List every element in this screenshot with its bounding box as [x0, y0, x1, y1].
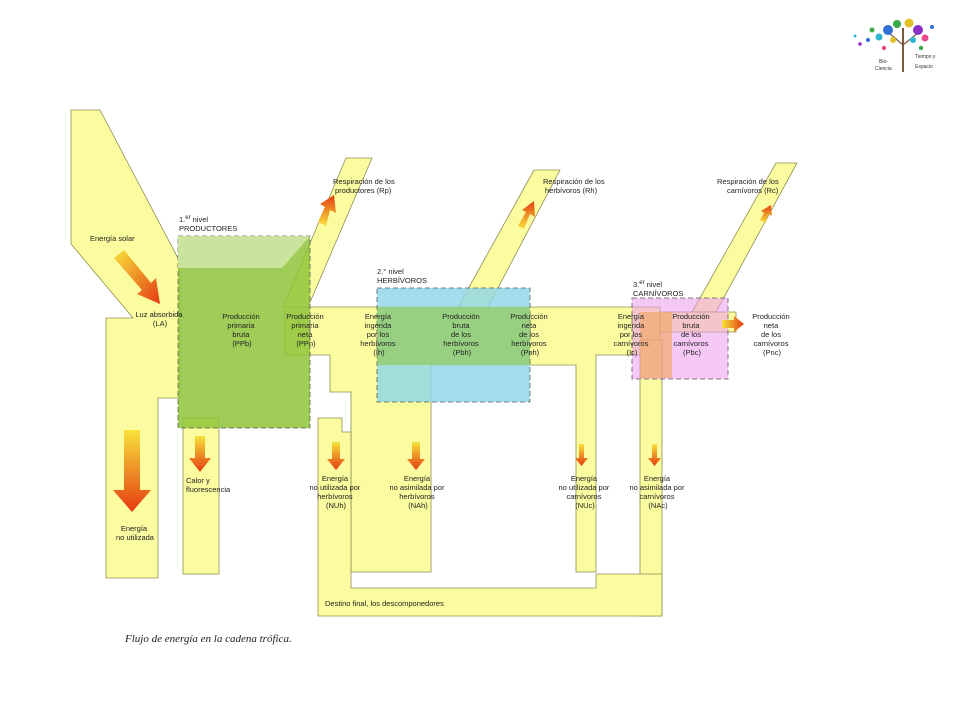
herbivores-overlap	[377, 307, 530, 365]
rh-label: Respiración de los herbívoros (Rh)	[543, 177, 607, 195]
solar-energy-label: Energía solar	[90, 234, 135, 243]
rc-arrow-icon	[760, 205, 772, 223]
decomposer-flow	[317, 417, 663, 617]
rc-label: Respiración de los carnívoros (Rc)	[717, 177, 781, 195]
nac-label: Energía no asimilada por carnívoros (NAc…	[629, 474, 686, 510]
producers-box-top	[178, 236, 310, 268]
unused-energy-label: Energía no utilizada	[116, 524, 155, 542]
ppn-label: Producción primaria neta (PPn)	[286, 312, 326, 348]
pnc-arrow-icon	[722, 316, 744, 332]
level-3-name: CARNÍVOROS	[633, 289, 683, 298]
heat-label: Calor y fluorescencia	[186, 476, 231, 494]
level-2-name: HERBÍVOROS	[377, 276, 427, 285]
logo-word: Bio-	[879, 59, 888, 65]
flow-labels: Energía solar Luz absorbida (LA) Producc…	[90, 177, 792, 608]
solar-input-flow	[70, 109, 181, 579]
nuh-label: Energía no utilizada por herbívoros (NUh…	[310, 474, 363, 510]
logo-word: Ciencia	[875, 66, 892, 72]
ic-label: Energía ingerida por los carnívoros (Ic)	[613, 312, 650, 357]
rh-arrow-icon	[518, 201, 535, 229]
absorbed-light-label: Luz absorbida (LA)	[135, 310, 184, 328]
pbc-label: Producción bruta de los carnívoros (Pbc)	[672, 312, 712, 357]
rp-arrow-icon	[318, 195, 336, 226]
logo-word: Tiempo y	[915, 54, 936, 60]
nuc-label: Energía no utilizada por carnívoros (NUc…	[559, 474, 612, 510]
ih-label: Energía ingerida por los herbívoros (Ih)	[360, 312, 398, 357]
pnc-label: Producción neta de los carnívoros (Pnc)	[752, 312, 792, 357]
logo-word: Espacio	[915, 64, 933, 70]
heat-arrow-icon	[189, 436, 211, 472]
nuc-arrow-icon	[575, 444, 588, 466]
nac-arrow-icon	[648, 444, 661, 466]
figure-caption: Flujo de energía en la cadena trófica.	[124, 633, 292, 645]
flow-arrows	[113, 195, 772, 512]
unused-energy-arrow-icon	[113, 430, 151, 512]
nah-arrow-icon	[407, 442, 425, 470]
nah-label: Energía no asimilada por herbívoros (NAh…	[389, 474, 446, 510]
solar-arrow-icon	[114, 250, 160, 304]
carnivores-overlap	[640, 312, 672, 378]
ppb-label: Producción primaria bruta (PPb)	[222, 312, 262, 348]
level-1-name: PRODUCTORES	[179, 224, 237, 233]
rp-label: Respiración de los productores (Rp)	[333, 177, 397, 195]
level-boxes	[177, 235, 729, 429]
logo: Bio- Ciencia Tiempo y Espacio	[853, 18, 936, 72]
nuh-arrow-icon	[327, 442, 345, 470]
decomposers-label: Destino final, los descomponedores	[325, 599, 444, 608]
level-2-title: 2.° nivel	[377, 267, 404, 276]
pnh-label: Producción neta de los herbívoros (Pnh)	[510, 312, 550, 357]
pbh-label: Producción bruta de los herbívoros (Pbh)	[442, 312, 482, 357]
